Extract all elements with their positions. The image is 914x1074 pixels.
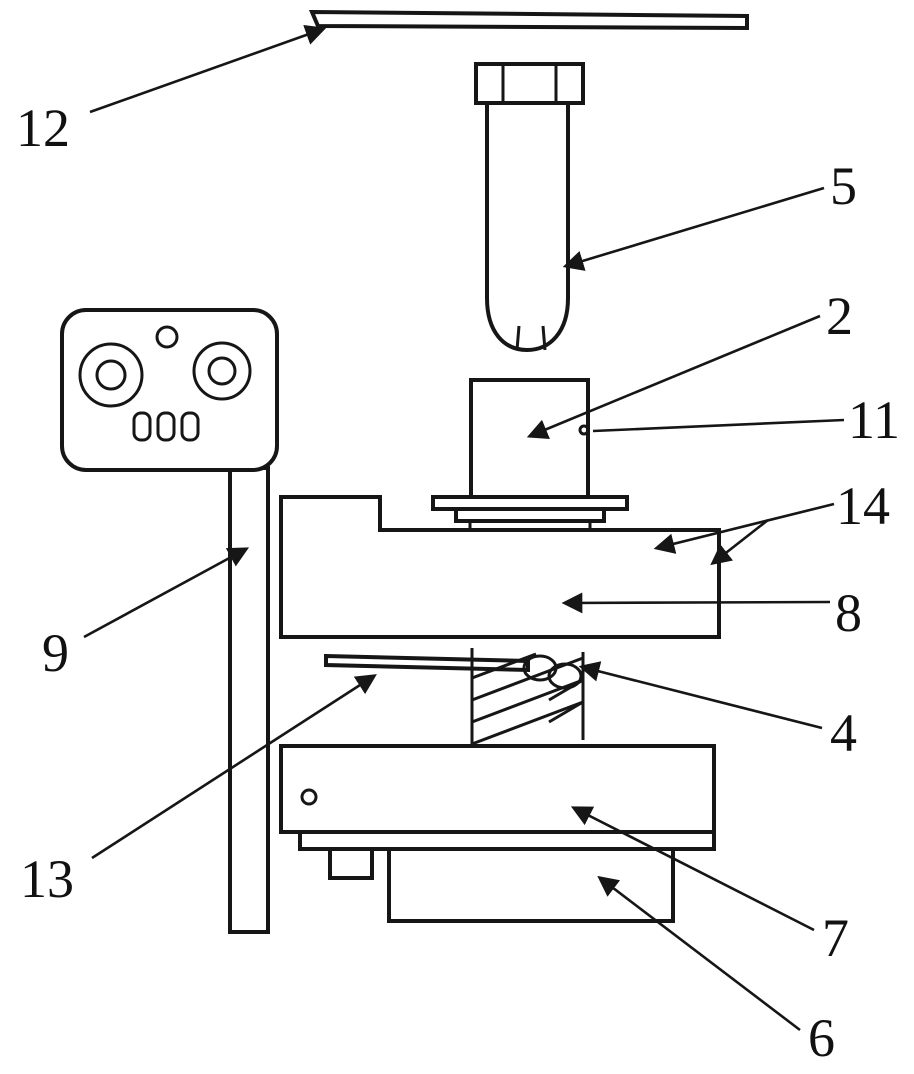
bracket-hole-right-outer <box>192 341 252 401</box>
bracket-plate <box>60 308 279 472</box>
bolt-tip-line <box>541 325 547 351</box>
leader-11 <box>592 418 845 433</box>
label-6: 6 <box>808 1008 835 1068</box>
collar-lower-plate <box>454 507 606 523</box>
label-12: 12 <box>16 98 70 158</box>
bracket-slot <box>180 411 200 442</box>
bolt-tip-line <box>515 325 521 351</box>
spring-coil-line <box>471 700 584 746</box>
label-2: 2 <box>826 286 853 346</box>
leader-8 <box>561 592 831 614</box>
leader-12 <box>89 25 327 114</box>
spring-coil-line <box>548 700 584 724</box>
bolt-shaft <box>485 101 570 353</box>
leader-7 <box>570 806 815 932</box>
bracket-slot <box>132 411 152 442</box>
bracket-slot <box>156 411 176 442</box>
mounting-bracket <box>60 308 279 472</box>
leader-14-branch <box>710 518 769 566</box>
hex-bolt <box>474 62 585 353</box>
leader-2 <box>526 314 821 439</box>
label-4: 4 <box>830 703 857 763</box>
label-8: 8 <box>835 583 862 643</box>
lower-housing-block <box>279 744 716 834</box>
spring-coil-line <box>471 652 537 680</box>
leader-13 <box>91 674 377 860</box>
side-pin-dot <box>578 424 590 436</box>
base-block <box>387 847 675 923</box>
lower-block-hole <box>300 788 318 806</box>
flange-collar <box>431 495 629 531</box>
label-5: 5 <box>830 156 857 216</box>
thin-rod <box>324 653 530 673</box>
leader-14 <box>653 502 835 554</box>
bracket-hole-left-outer <box>78 342 144 408</box>
bracket-hole-right-inner <box>207 356 237 386</box>
spring-coil-line <box>471 678 584 724</box>
bracket-hole-small <box>155 325 179 349</box>
leader-5 <box>562 186 825 271</box>
leader-9 <box>83 547 250 639</box>
reference-labels: 12 5 2 11 14 8 9 4 13 7 6 <box>16 98 900 1068</box>
spring-end-loop <box>522 654 558 682</box>
bolt-head <box>474 62 585 105</box>
label-13: 13 <box>20 849 74 909</box>
bracket-hole-left-inner <box>95 359 127 391</box>
label-11: 11 <box>848 390 900 450</box>
leader-lines <box>83 25 845 1032</box>
label-7: 7 <box>822 908 849 968</box>
label-14: 14 <box>836 476 890 536</box>
label-9: 9 <box>42 623 69 683</box>
support-column <box>228 466 270 934</box>
top-bar <box>308 9 749 31</box>
leader-6 <box>597 875 801 1032</box>
base-tab <box>328 847 374 880</box>
upper-block <box>469 378 590 499</box>
leader-4 <box>578 661 823 730</box>
